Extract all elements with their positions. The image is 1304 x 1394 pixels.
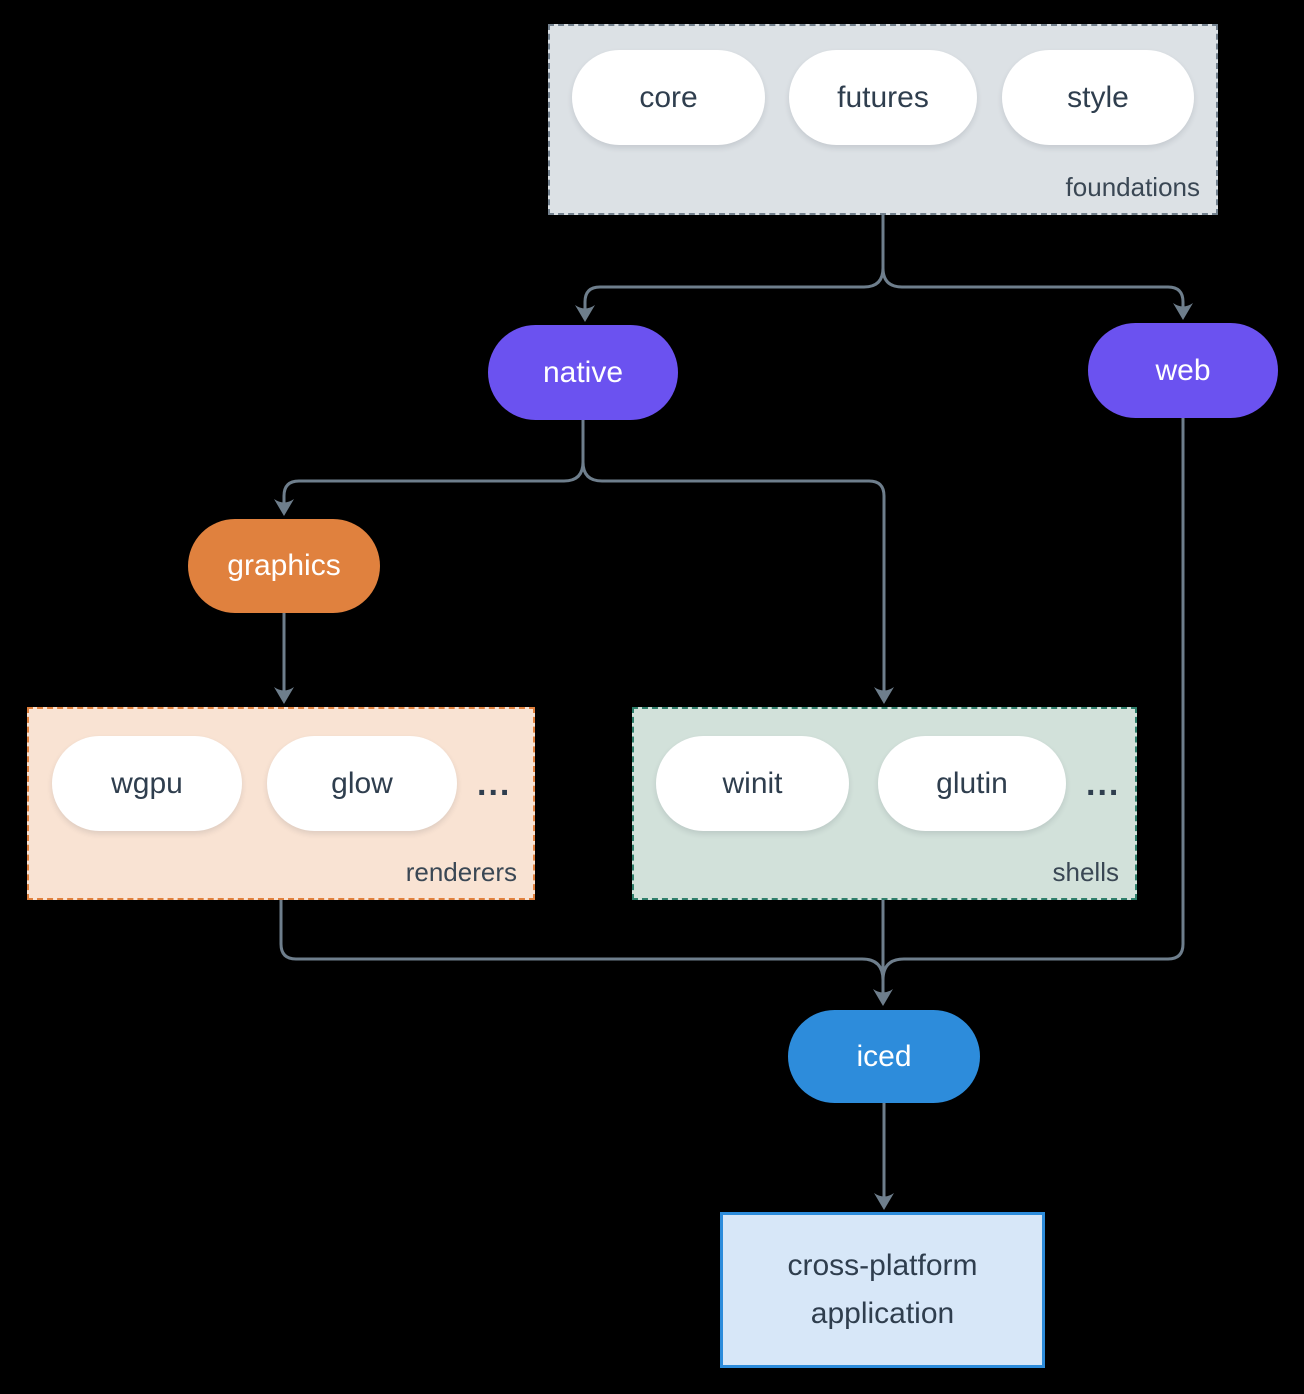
renderers-ellipsis: ... — [477, 765, 512, 803]
connector-foundations-to-native — [583, 267, 885, 312]
connector-native-to-shells — [581, 461, 886, 694]
node-style: style — [1002, 50, 1194, 145]
group-foundations: core futures style foundations — [548, 24, 1218, 215]
node-iced: iced — [788, 1010, 980, 1103]
connector-native-to-graphics — [282, 461, 585, 506]
node-futures: futures — [789, 50, 977, 145]
group-shells: winit glutin ... shells — [632, 707, 1137, 900]
connector-foundations-to-web — [881, 267, 1185, 310]
node-graphics: graphics — [188, 519, 380, 613]
arrowhead-web — [1173, 303, 1193, 320]
node-core: core — [572, 50, 765, 145]
node-native: native — [488, 325, 678, 420]
arrowhead-iced — [873, 989, 893, 1006]
shells-ellipsis: ... — [1086, 765, 1121, 803]
node-web: web — [1088, 323, 1278, 418]
group-renderers: wgpu glow ... renderers — [27, 707, 535, 900]
connector-renderers-to-iced — [279, 900, 885, 981]
group-label-renderers: renderers — [405, 857, 517, 887]
group-label-shells: shells — [1052, 857, 1119, 887]
group-label-foundations: foundations — [1065, 172, 1200, 202]
arrowhead-native — [575, 305, 595, 322]
node-wgpu: wgpu — [52, 736, 242, 831]
arrowhead-renderers — [274, 687, 294, 704]
node-cross-platform-application: cross-platform application — [720, 1212, 1045, 1368]
arrowhead-graphics — [274, 499, 294, 516]
node-glow: glow — [267, 736, 457, 831]
node-glutin: glutin — [878, 736, 1066, 831]
arrowhead-application — [874, 1193, 894, 1210]
arrowhead-shells — [874, 687, 894, 704]
node-winit: winit — [656, 736, 849, 831]
